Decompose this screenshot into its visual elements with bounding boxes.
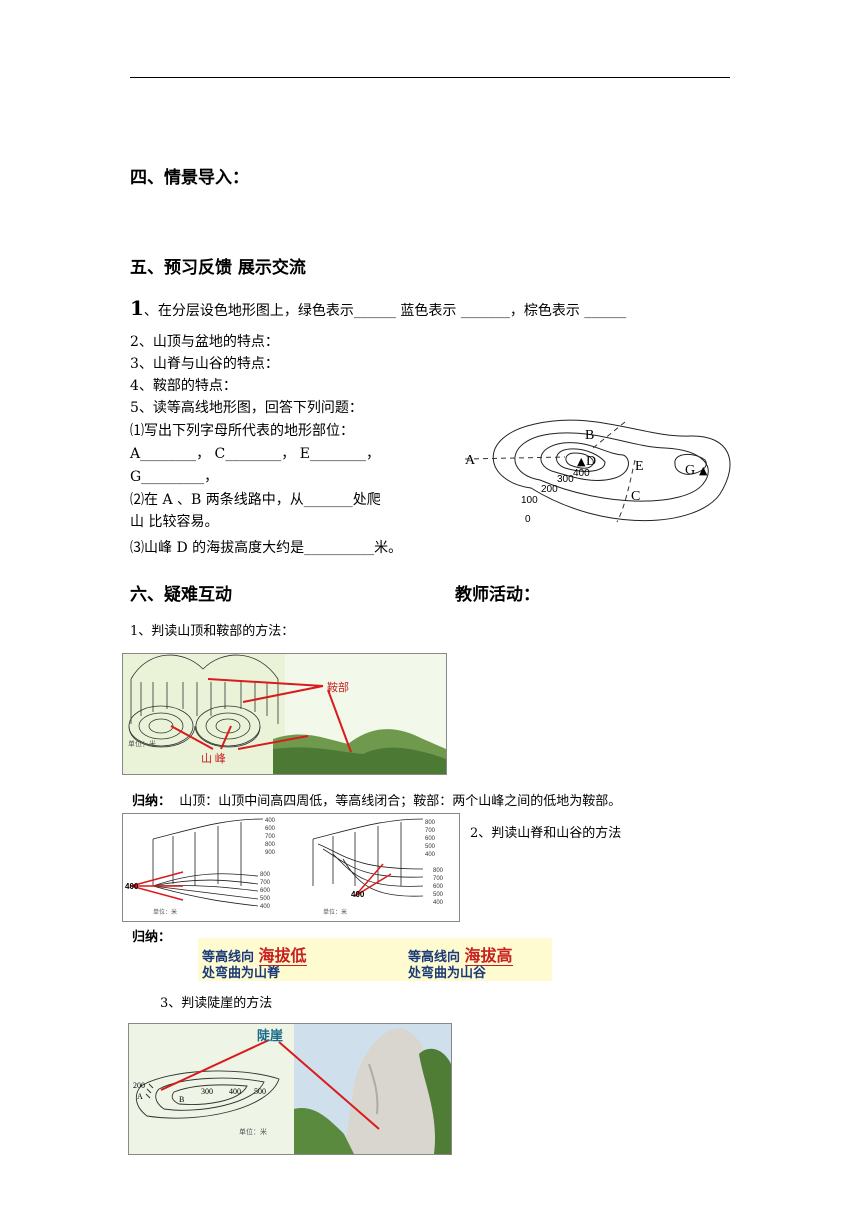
heading-scenario: 四、情景导入： bbox=[130, 168, 249, 188]
summary-1-label: 归纳： bbox=[132, 794, 172, 809]
figure-2-right-value-1: 800 bbox=[425, 820, 436, 826]
figure-2-right-value-7: 700 bbox=[433, 876, 444, 882]
figure-2-left-value-4: 800 bbox=[265, 842, 276, 848]
ridge-valley-rule-box: 等高线向 海拔低 处弯曲为山脊 等高线向 海拔高 处弯曲为山谷 bbox=[198, 938, 552, 981]
map-label-c: C bbox=[631, 489, 640, 504]
map-elevation-300: 300 bbox=[557, 474, 574, 485]
figure-2-left-value-5: 900 bbox=[265, 850, 276, 856]
figure-peak-saddle: 鞍部 山 峰 单位：米 bbox=[122, 653, 447, 775]
question-2: 2、山顶与盆地的特点： bbox=[130, 334, 279, 350]
question-3: 3、山脊与山谷的特点： bbox=[130, 356, 279, 372]
map-label-b: B bbox=[585, 428, 594, 443]
heading-teacher-activity: 教师活动： bbox=[455, 585, 540, 605]
figure-cliff-drawing: 陡崖 200 300 400 500 A B 单位：米 bbox=[129, 1024, 451, 1154]
figure-2-left-value-8: 600 bbox=[260, 888, 271, 894]
figure-3-label-b: B bbox=[179, 1095, 184, 1104]
figure-2-left-value-2: 600 bbox=[265, 826, 276, 832]
rule-ridge-prefix: 等高线向 bbox=[202, 950, 255, 965]
map-elevation-200: 200 bbox=[541, 484, 558, 495]
figure-2-left-value-3: 700 bbox=[265, 834, 276, 840]
summary-1-text: 山顶：山顶中间高四周低，等高线闭合；鞍部：两个山峰之间的低地为鞍部。 bbox=[179, 794, 622, 809]
figure-3-cliff-label: 陡崖 bbox=[257, 1028, 283, 1044]
figure-cliff: 陡崖 200 300 400 500 A B 单位：米 bbox=[128, 1023, 452, 1155]
figure-2-right-value-2: 700 bbox=[425, 828, 436, 834]
figure-3-label-a: A bbox=[137, 1092, 143, 1101]
map-elevation-0: 0 bbox=[525, 514, 531, 525]
question-5-1-blanks: A________， C________， E________， bbox=[130, 446, 380, 462]
question-5-1: ⑴写出下列字母所代表的地形部位： bbox=[130, 423, 354, 439]
figure-3-value-400: 400 bbox=[229, 1087, 241, 1096]
contour-map: A B C D E G ▲ ▲ 400 300 200 100 0 bbox=[464, 419, 731, 525]
summary-2-label: 归纳： bbox=[132, 930, 172, 945]
figure-2-left-value-1: 400 bbox=[265, 818, 276, 824]
map-label-a: A bbox=[465, 453, 476, 468]
map-peak-g-icon: ▲ bbox=[699, 464, 708, 477]
map-elevation-100: 100 bbox=[521, 495, 538, 506]
method-2-title: 2、判读山脊和山谷的方法 bbox=[470, 826, 622, 841]
figure-2-right-value-9: 500 bbox=[433, 892, 444, 898]
figure-2-right-unit: 单位：米 bbox=[323, 908, 347, 916]
figure-2-right-value-10: 400 bbox=[433, 900, 444, 906]
figure-3-value-200: 200 bbox=[133, 1081, 145, 1090]
question-5-2: ⑵在 A 、B 两条线路中，从_______处爬 bbox=[130, 492, 381, 508]
figure-2-left-unit: 单位：米 bbox=[153, 908, 177, 916]
heading-preview: 五、预习反馈 展示交流 bbox=[130, 258, 306, 278]
method-1-title: 1、判读山顶和鞍部的方法： bbox=[130, 624, 295, 639]
figure-3-value-300: 300 bbox=[201, 1087, 213, 1096]
method-3-title: 3、判读陡崖的方法 bbox=[160, 996, 273, 1011]
figure-2-left-value-9: 500 bbox=[260, 896, 271, 902]
figure-3-unit: 单位：米 bbox=[239, 1127, 267, 1136]
question-1-number: 1 bbox=[130, 296, 144, 320]
figure-3-value-500: 500 bbox=[254, 1087, 266, 1096]
figure-2-left-value-10: 400 bbox=[260, 904, 271, 910]
figure-2-left-400: 400 bbox=[125, 882, 139, 891]
question-5-1-blank-g: G_________， bbox=[130, 469, 219, 485]
rule-ridge-line-1: 等高线向 海拔低 bbox=[202, 942, 307, 966]
figure-2-left-value-7: 700 bbox=[260, 880, 271, 886]
rule-valley-keyword: 海拔高 bbox=[464, 946, 513, 966]
figure-1-unit: 单位：米 bbox=[128, 739, 156, 748]
figure-peak-saddle-drawing: 鞍部 山 峰 单位：米 bbox=[123, 654, 446, 774]
rule-valley-line-1: 等高线向 海拔高 bbox=[408, 942, 513, 966]
question-5-3: ⑶山峰 D 的海拔高度大约是__________米。 bbox=[130, 540, 403, 556]
figure-2-right-value-6: 800 bbox=[433, 868, 444, 874]
rule-valley-line-2: 处弯曲为山谷 bbox=[408, 966, 487, 981]
question-5: 5、读等高线地形图，回答下列问题： bbox=[130, 400, 363, 416]
figure-2-right-value-8: 600 bbox=[433, 884, 444, 890]
figure-2-right-value-4: 500 bbox=[425, 844, 436, 850]
figure-ridge-valley-drawing: 400 600 700 800 900 800 700 600 500 400 … bbox=[123, 814, 459, 921]
map-label-g: G bbox=[685, 463, 695, 478]
rule-valley-prefix: 等高线向 bbox=[408, 950, 461, 965]
map-label-d: D bbox=[586, 454, 596, 469]
question-1: 1、在分层设色地形图上，绿色表示______ 蓝色表示 _______，棕色表示… bbox=[130, 298, 626, 321]
map-peak-d-icon: ▲ bbox=[577, 455, 586, 468]
map-label-e: E bbox=[635, 459, 644, 474]
heading-difficult: 六、疑难互动 bbox=[130, 585, 232, 605]
figure-ridge-valley: 400 600 700 800 900 800 700 600 500 400 … bbox=[122, 813, 460, 922]
rule-ridge-line-2: 处弯曲为山脊 bbox=[202, 966, 281, 981]
figure-2-left-value-6: 800 bbox=[260, 872, 271, 878]
top-rule bbox=[130, 77, 730, 78]
figure-1-saddle-label: 鞍部 bbox=[327, 680, 349, 694]
figure-2-right-value-5: 400 bbox=[425, 852, 436, 858]
rule-ridge-keyword: 海拔低 bbox=[258, 946, 307, 966]
summary-1: 归纳： 山顶：山顶中间高四周低，等高线闭合；鞍部：两个山峰之间的低地为鞍部。 bbox=[132, 790, 621, 809]
map-elevation-400: 400 bbox=[573, 468, 590, 479]
figure-2-right-400: 400 bbox=[351, 890, 365, 899]
question-4: 4、鞍部的特点： bbox=[130, 378, 237, 394]
question-5-2-cont: 山 比较容易。 bbox=[130, 514, 219, 530]
question-1-text: 、在分层设色地形图上，绿色表示______ 蓝色表示 _______，棕色表示 … bbox=[143, 303, 627, 319]
figure-1-peak-label: 山 峰 bbox=[201, 752, 226, 765]
figure-2-right-value-3: 600 bbox=[425, 836, 436, 842]
